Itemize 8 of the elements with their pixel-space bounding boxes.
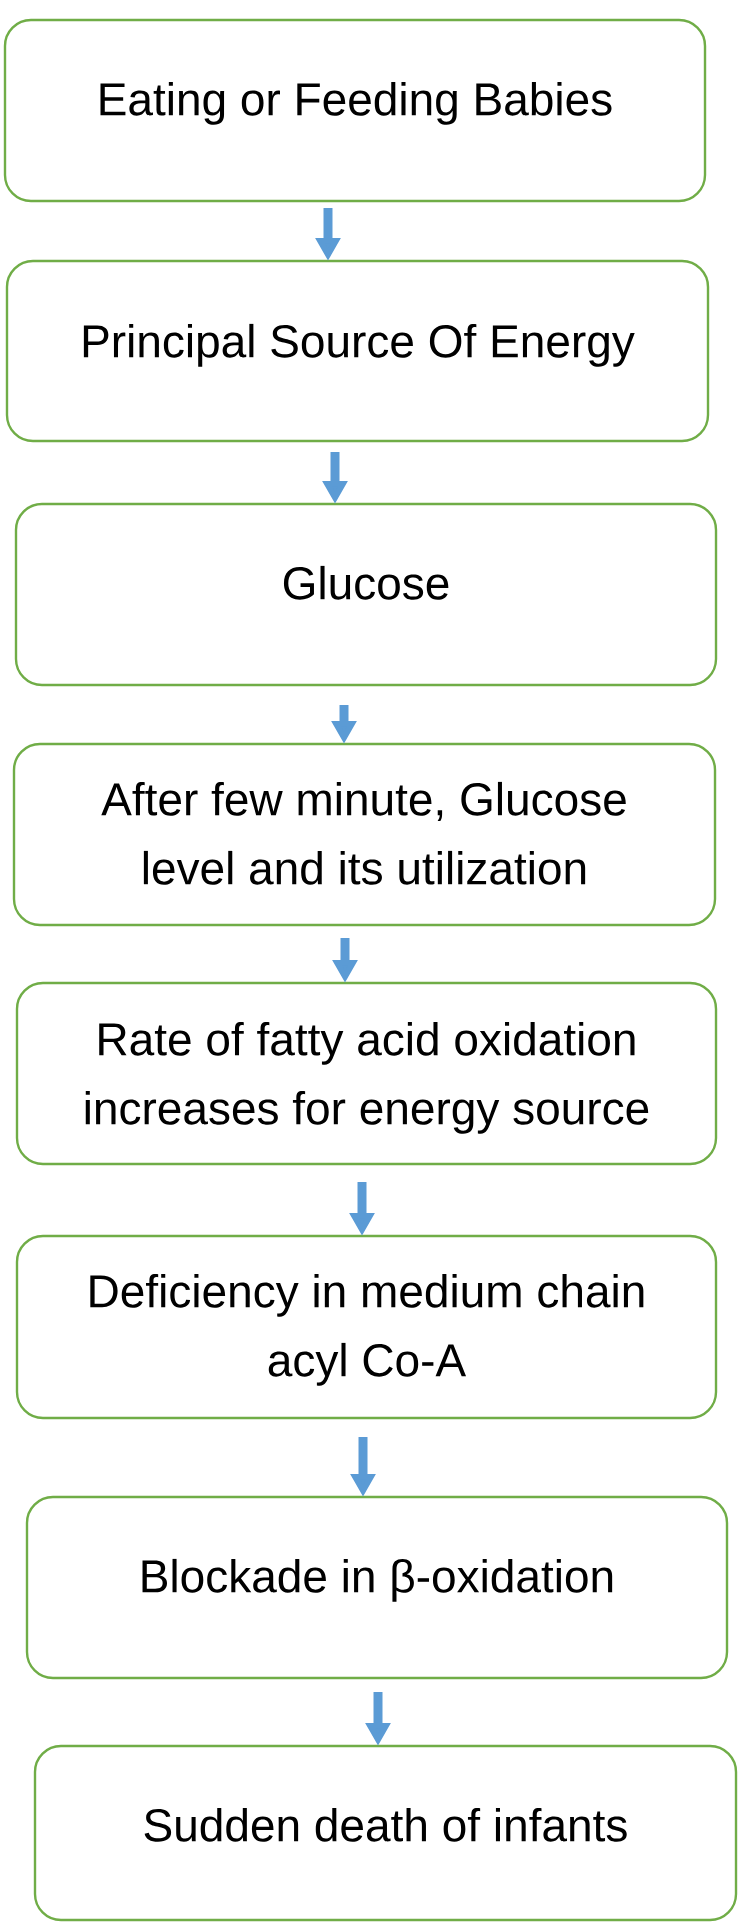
process-box: Glucose bbox=[14, 502, 718, 687]
process-box: Eating or Feeding Babies bbox=[3, 18, 707, 203]
process-box: After few minute, Glucose level and its utilization bbox=[12, 742, 717, 927]
process-box: Sudden death of infants bbox=[33, 1744, 738, 1922]
process-box: Rate of fatty acid oxidation increases for energy source bbox=[15, 981, 718, 1166]
process-box: Blockade in β-oxidation bbox=[25, 1495, 729, 1680]
process-box: Principal Source Of Energy bbox=[5, 259, 710, 443]
process-box: Deficiency in medium chain acyl Co-A bbox=[15, 1234, 718, 1420]
